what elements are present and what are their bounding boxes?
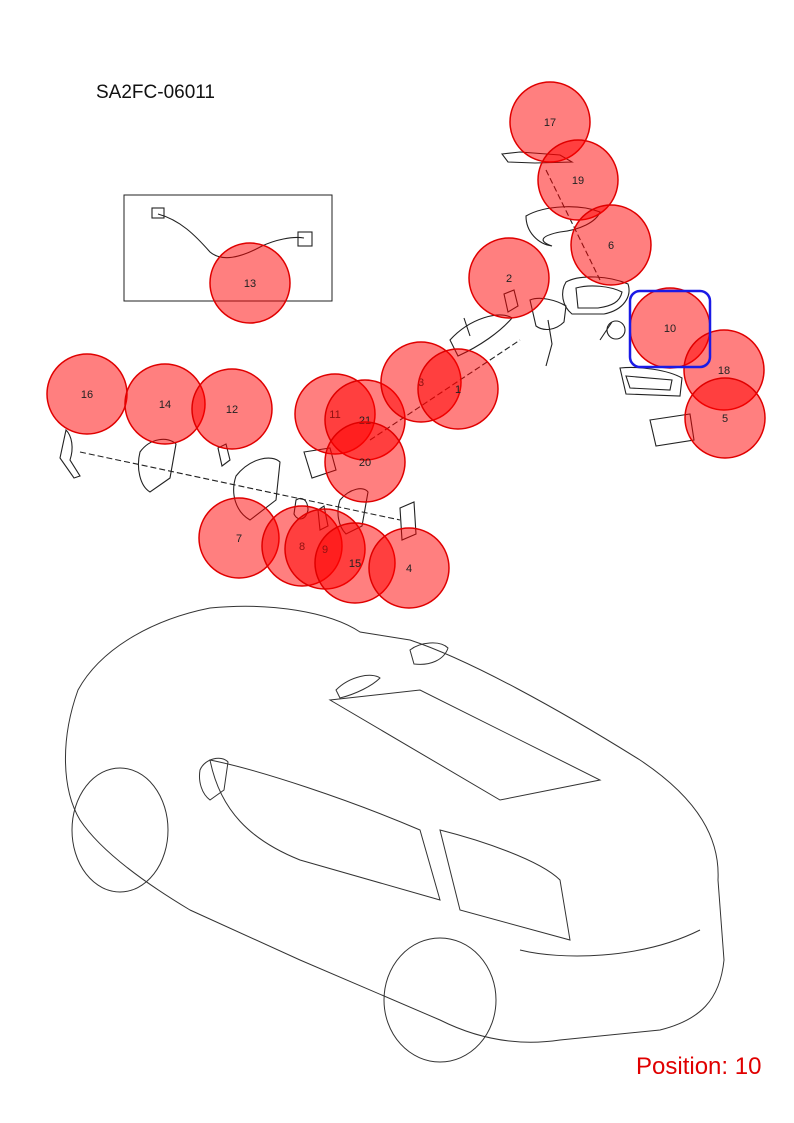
callout-number: 18 — [718, 365, 730, 377]
interior-mirror-stem — [463, 317, 471, 337]
part-7-housing-left — [233, 457, 281, 521]
callout-number: 15 — [349, 558, 361, 570]
harness-connector-b — [297, 231, 313, 247]
callout-circle[interactable] — [324, 421, 406, 503]
selected-callout-highlight — [628, 289, 712, 369]
vehicle-outline — [65, 605, 725, 1063]
callout-number: 6 — [608, 240, 614, 252]
harness-connector-a — [151, 207, 165, 219]
callout-19-hotspot[interactable]: 19 — [537, 139, 619, 221]
callout-number: 2 — [506, 273, 512, 285]
callout-number: 12 — [226, 404, 238, 416]
assembly-axis-left — [79, 451, 401, 521]
callout-number: 19 — [572, 175, 584, 187]
part-10-motor — [606, 320, 626, 340]
callout-hotspots: 171962101851316141211212031789154 — [46, 81, 766, 609]
callout-number: 20 — [359, 457, 371, 469]
diagram-code: SA2FC-06011 — [96, 82, 215, 103]
callout-number: 16 — [81, 389, 93, 401]
callout-circle[interactable] — [570, 204, 652, 286]
callout-circle[interactable] — [191, 368, 273, 450]
callout-number: 7 — [236, 533, 242, 545]
vehicle-tail-light — [519, 929, 701, 957]
vehicle-left-mirror — [199, 757, 229, 801]
callout-circle[interactable] — [417, 348, 499, 430]
callout-4-hotspot[interactable]: 4 — [368, 527, 450, 609]
callout-12-hotspot[interactable]: 12 — [191, 368, 273, 450]
callout-number: 4 — [406, 563, 412, 575]
callout-circle[interactable] — [368, 527, 450, 609]
vehicle-front-wheel — [71, 767, 169, 893]
mirror-housing-inner — [575, 285, 623, 309]
callout-number: 13 — [244, 278, 256, 290]
part-18-mirror-glass — [619, 366, 683, 397]
vehicle-front-door — [209, 759, 441, 901]
callout-20-hotspot[interactable]: 20 — [324, 421, 406, 503]
callout-circle[interactable] — [468, 237, 550, 319]
callout-6-hotspot[interactable]: 6 — [570, 204, 652, 286]
vehicle-rear-door — [439, 829, 571, 941]
callout-13-hotspot[interactable]: 13 — [209, 242, 291, 324]
callout-number: 1 — [455, 384, 461, 396]
callout-2-hotspot[interactable]: 2 — [468, 237, 550, 319]
mirror-glass-inner — [625, 375, 673, 391]
part-16-turn-signal-left — [59, 428, 81, 479]
callout-circle[interactable] — [537, 139, 619, 221]
position-indicator: Position: 10 — [636, 1053, 762, 1080]
callout-16-hotspot[interactable]: 16 — [46, 353, 128, 435]
mirror-base-wire — [545, 319, 553, 367]
callout-1-hotspot[interactable]: 1 — [417, 348, 499, 430]
callout-circle[interactable] — [684, 377, 766, 459]
callout-5-hotspot[interactable]: 5 — [684, 377, 766, 459]
vehicle-sunroof — [328, 689, 602, 801]
callout-number: 14 — [159, 399, 171, 411]
vehicle-interior-mirror — [335, 674, 381, 699]
vehicle-right-mirror — [409, 642, 449, 665]
part-line-art — [59, 151, 725, 1063]
callout-number: 10 — [664, 323, 676, 335]
motor-arm — [599, 321, 613, 341]
callout-number: 17 — [544, 117, 556, 129]
vehicle-rear-wheel — [383, 937, 497, 1063]
callout-number: 5 — [722, 413, 728, 425]
vehicle-body — [65, 605, 725, 1043]
callout-circle[interactable] — [209, 242, 291, 324]
